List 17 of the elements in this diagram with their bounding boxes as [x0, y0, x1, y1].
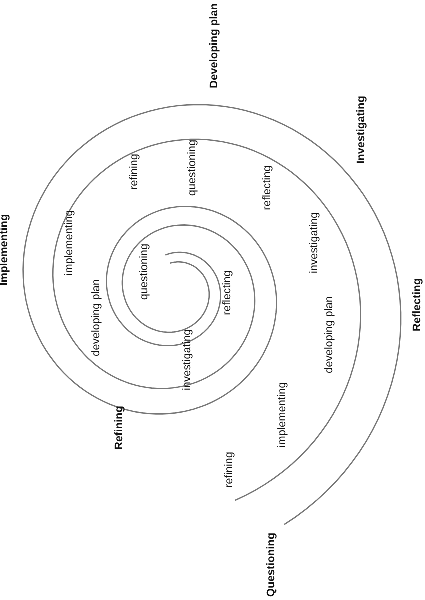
- stage-label: Questioning: [266, 532, 278, 598]
- spiral-label: implementing: [64, 210, 76, 276]
- spiral-label: reflecting: [222, 270, 234, 316]
- stage-label: Reflecting: [412, 278, 424, 332]
- stage-label: Investigating: [356, 96, 368, 164]
- spiral-label: investigating: [310, 212, 320, 274]
- spiral-label: investigating: [182, 329, 194, 391]
- stage-label: Developing plan: [210, 4, 220, 88]
- spiral-label: questioning: [140, 244, 150, 300]
- spiral-label: implementing: [278, 382, 288, 448]
- spiral-label: refining: [130, 154, 140, 190]
- spiral-label: questioning: [188, 140, 198, 196]
- spiral-label: reflecting: [262, 166, 274, 210]
- spiral-label: developing plan: [92, 279, 102, 357]
- stage-label: Refining: [114, 406, 126, 450]
- spiral-label: refining: [224, 452, 236, 488]
- spiral-label: developing plan: [324, 296, 336, 374]
